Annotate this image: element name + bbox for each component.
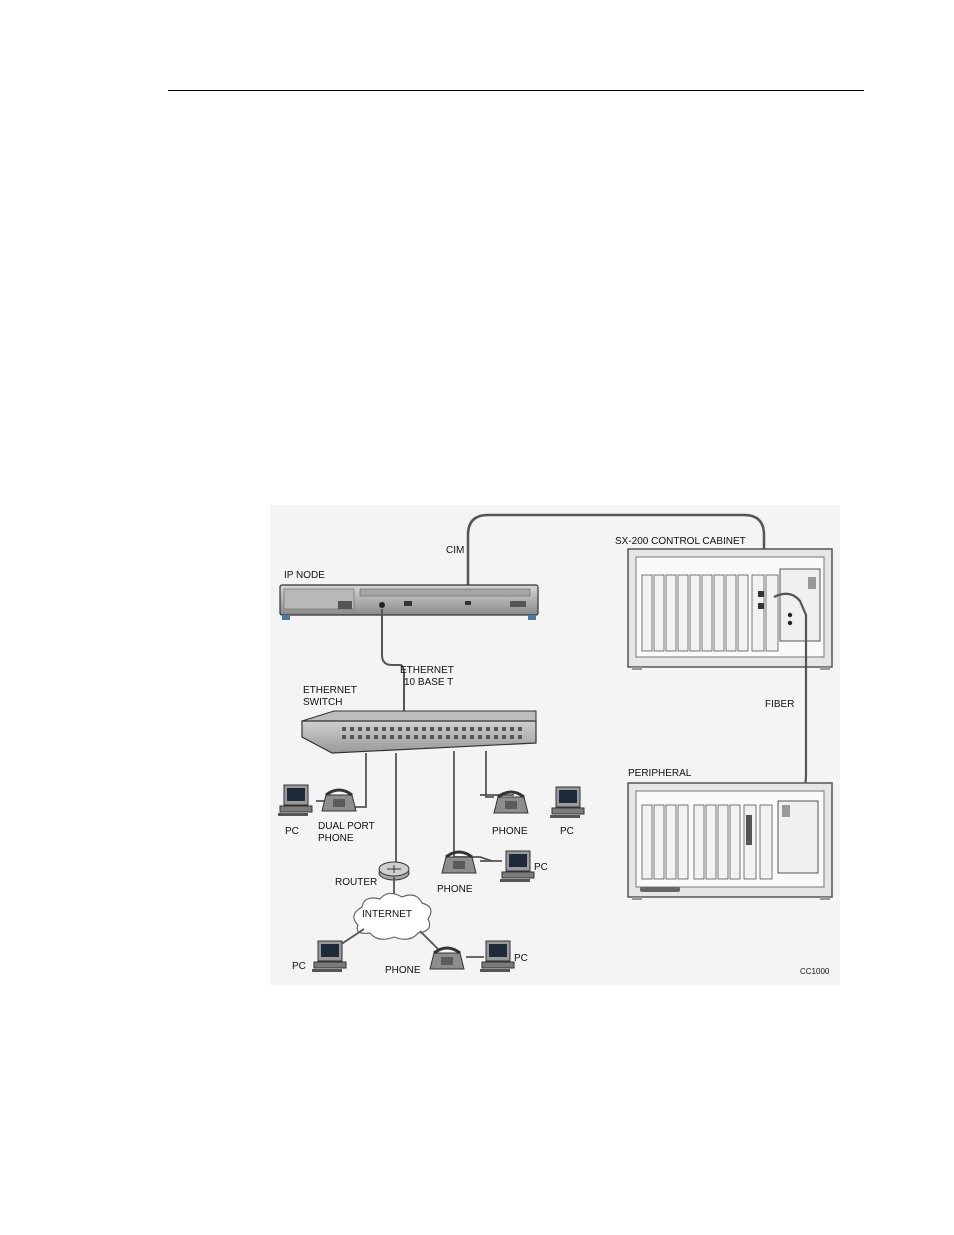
figure-code: CC1000 [800, 967, 830, 976]
pc-label-bottom-right: PC [514, 953, 528, 964]
phone-label-middle: PHONE [437, 884, 473, 895]
ethernet-switch-device [301, 710, 537, 754]
fiber-label: FIBER [765, 699, 794, 710]
pc-label-left: PC [285, 826, 299, 837]
network-diagram: CIM IP NODE ETHERNET 10 BASE T ETHERNET … [277, 513, 833, 976]
internet-cloud-icon [353, 892, 432, 940]
ethernet-10baset-cable [381, 609, 405, 723]
phone-label-bottom: PHONE [385, 965, 421, 976]
pc-icon [549, 786, 585, 819]
pc-icon [499, 850, 535, 883]
cim-cable [466, 513, 766, 600]
phone-icon [440, 850, 478, 875]
internet-label: INTERNET [362, 909, 412, 920]
ip-node-device [279, 584, 539, 620]
control-cabinet-label: SX-200 CONTROL CABINET [615, 536, 746, 547]
phone-icon [428, 946, 466, 971]
router-icon [378, 861, 410, 881]
pc-icon [479, 940, 515, 973]
pc-label-bottom-left: PC [292, 961, 306, 972]
network-diagram-figure: CIM IP NODE ETHERNET 10 BASE T ETHERNET … [270, 505, 840, 985]
cim-label: CIM [446, 545, 464, 556]
ethernet-switch-label: ETHERNET SWITCH [303, 685, 360, 708]
ip-node-label: IP NODE [284, 570, 325, 581]
dual-port-phone-icon [320, 788, 358, 813]
phone-label-right: PHONE [492, 826, 528, 837]
router-label: ROUTER [335, 877, 377, 888]
pc-label-middle: PC [534, 862, 548, 873]
peripheral-label: PERIPHERAL [628, 768, 692, 779]
pc-icon [277, 784, 313, 817]
page-header-rule [168, 90, 864, 91]
pc-icon [311, 940, 347, 973]
pc-label-right: PC [560, 826, 574, 837]
ethernet-label: ETHERNET 10 BASE T [400, 665, 457, 688]
dual-port-phone-label: DUAL PORT PHONE [318, 821, 377, 844]
control-cabinet-device [627, 548, 833, 670]
peripheral-cabinet-device [627, 782, 833, 900]
